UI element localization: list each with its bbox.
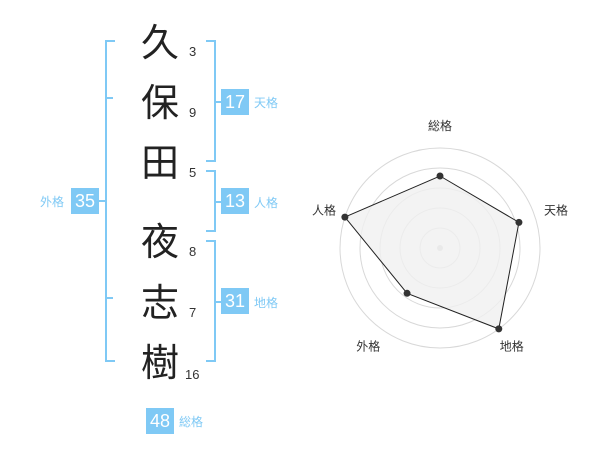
radar-axis-label-4: 外格 — [356, 339, 380, 354]
gaikaku-bracket-tick-top — [105, 97, 113, 99]
jinkaku-label: 人格 — [254, 196, 279, 210]
soukaku-value: 48 — [146, 408, 174, 434]
radar-point-4 — [403, 289, 411, 297]
radar-ring-5 — [339, 147, 541, 349]
stroke-count-3: 5 — [189, 165, 197, 180]
radar-axis-label-2: 天格 — [544, 202, 568, 217]
gaikaku-bracket-tick-bottom — [105, 297, 113, 299]
jinkaku-value: 13 — [221, 188, 249, 214]
stroke-count-1: 3 — [189, 44, 197, 59]
stroke-count-4: 8 — [189, 244, 197, 259]
tenkaku-label: 天格 — [254, 96, 279, 110]
radar-ring-4 — [359, 167, 521, 329]
radar-axis-label-3: 地格 — [500, 339, 524, 354]
radar-point-1 — [436, 172, 444, 180]
radar-axis-label-1: 総格 — [428, 118, 452, 133]
gaikaku-label: 外格 — [40, 195, 65, 209]
stroke-count-2: 9 — [189, 105, 197, 120]
radar-point-5 — [341, 213, 349, 221]
stroke-count-5: 7 — [189, 305, 197, 320]
name-char-2: 保 — [140, 81, 179, 125]
name-char-5: 志 — [140, 281, 179, 325]
tenkaku-value: 17 — [221, 89, 249, 115]
chikaku-value: 31 — [221, 288, 249, 314]
name-char-1: 久 — [140, 21, 179, 65]
chikaku-label: 地格 — [254, 296, 279, 310]
jinkaku-bracket-connector — [216, 201, 222, 203]
radar-shape — [341, 172, 523, 333]
name-char-6: 樹 — [140, 341, 179, 385]
gaikaku-bracket-connector — [97, 200, 105, 202]
gaikaku-value: 35 — [71, 188, 99, 214]
jinkaku-bracket — [206, 170, 216, 232]
name-char-3: 田 — [140, 141, 179, 185]
name-char-4: 夜 — [140, 220, 179, 264]
radar-point-2 — [515, 218, 523, 226]
tenkaku-bracket-connector — [216, 101, 222, 103]
chikaku-bracket — [206, 240, 216, 362]
tenkaku-bracket — [206, 40, 216, 162]
radar-axis-label-5: 人格 — [312, 202, 336, 217]
stroke-count-6: 16 — [185, 367, 200, 382]
chikaku-bracket-connector — [216, 301, 222, 303]
radar-polygon — [344, 175, 520, 330]
radar-point-3 — [495, 325, 503, 333]
gaikaku-bracket — [105, 40, 115, 362]
soukaku-label: 総格 — [179, 415, 204, 429]
